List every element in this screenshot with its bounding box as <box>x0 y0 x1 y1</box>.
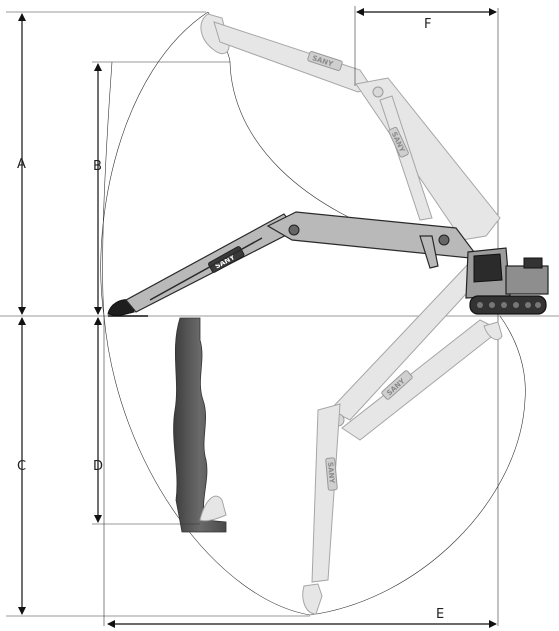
dimension-a: A <box>6 11 206 315</box>
dimension-d: D <box>92 317 200 525</box>
dimension-label-d: D <box>93 459 103 474</box>
brand-logo-ghost-stick: SANY <box>326 462 336 485</box>
dimension-label-c: C <box>17 459 26 474</box>
dimension-label-f: F <box>424 17 431 32</box>
dig-trench <box>173 317 227 533</box>
dimension-b: B <box>92 61 230 315</box>
excavator-ghost-max-depth: SANY SANY <box>302 261 503 615</box>
dimension-c: C <box>6 317 310 617</box>
excavator-main: SANY <box>107 211 549 317</box>
dimension-f: F <box>354 6 497 86</box>
dimension-e: E <box>107 607 497 628</box>
excavator-ghost-max-height: SANY SANY <box>200 13 501 241</box>
dimension-label-e: E <box>436 607 444 622</box>
dimension-label-b: B <box>93 159 102 174</box>
dimension-label-a: A <box>17 157 26 172</box>
reach-envelope <box>100 8 526 626</box>
